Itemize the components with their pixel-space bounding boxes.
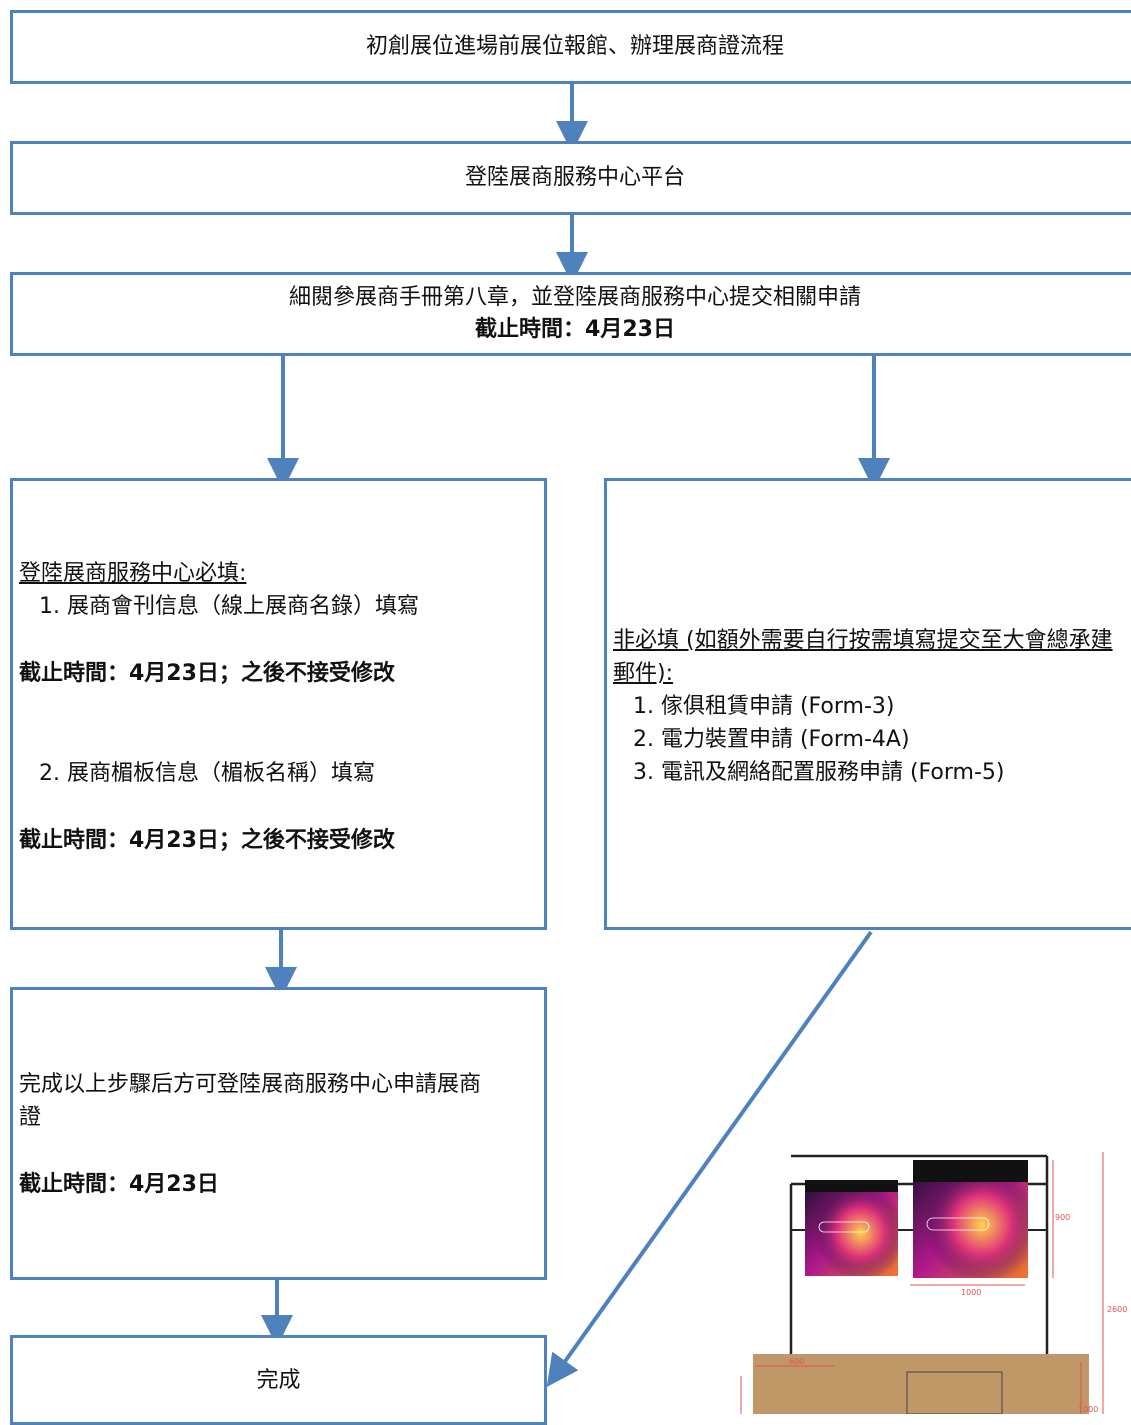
step1-title: 初創展位進場前展位報館、辦理展商證流程	[365, 34, 784, 59]
dim-panel-height: 900	[1055, 1213, 1070, 1222]
arrow-right-6	[546, 930, 873, 1388]
step5-box: 完成以上步驟后方可登陸展商服務中心申請展商證 截止時間：4月23日	[10, 987, 547, 1280]
required-box: 登陸展商服務中心必填: 1. 展商會刊信息（線上展商名錄）填寫 截止時間：4月2…	[10, 478, 547, 930]
required-deadline-1: 截止時間：4月23日；之後不接受修改	[19, 661, 395, 686]
booth-illustration: 900 1000 2600 1000 600	[740, 1152, 1127, 1414]
required-item-1: 1. 展商會刊信息（線上展商名錄）填寫	[39, 594, 419, 619]
counter	[753, 1354, 1089, 1414]
dim-total-height: 2600	[1107, 1305, 1127, 1314]
required-heading: 登陸展商服務中心必填:	[19, 561, 247, 586]
step3-deadline: 截止時間：4月23日	[475, 317, 675, 342]
step6-box: 完成	[10, 1335, 547, 1425]
step5-text: 完成以上步驟后方可登陸展商服務中心申請展商證	[19, 1072, 482, 1130]
step2-title: 登陸展商服務中心平台	[464, 165, 685, 190]
optional-item-1: 1. 傢俱租賃申請 (Form-3)	[633, 694, 895, 719]
optional-heading: 非必填 (如額外需要自行按需填寫提交至大會總承建郵件):	[613, 628, 1113, 686]
required-item-2: 2. 展商楣板信息（楣板名稱）填寫	[39, 761, 375, 786]
optional-box: 非必填 (如額外需要自行按需填寫提交至大會總承建郵件): 1. 傢俱租賃申請 (…	[604, 478, 1131, 930]
step2-box: 登陸展商服務中心平台	[10, 141, 1131, 215]
step3-text: 細閱參展商手冊第八章，並登陸展商服務中心提交相關申請	[288, 285, 861, 310]
step1-box: 初創展位進場前展位報館、辦理展商證流程	[10, 10, 1131, 84]
dim-counter-height: 1000	[1078, 1405, 1098, 1414]
optional-item-3: 3. 電訊及網絡配置服務申請 (Form-5)	[633, 760, 1005, 785]
step5-deadline: 截止時間：4月23日	[19, 1172, 219, 1197]
required-deadline-2: 截止時間：4月23日；之後不接受修改	[19, 828, 395, 853]
optional-item-2: 2. 電力裝置申請 (Form-4A)	[633, 727, 910, 752]
step6-title: 完成	[256, 1368, 301, 1393]
dim-width: 1000	[961, 1288, 981, 1297]
step3-box: 細閱參展商手冊第八章，並登陸展商服務中心提交相關申請 截止時間：4月23日	[10, 272, 1131, 356]
dim-counter-width: 600	[789, 1357, 804, 1366]
